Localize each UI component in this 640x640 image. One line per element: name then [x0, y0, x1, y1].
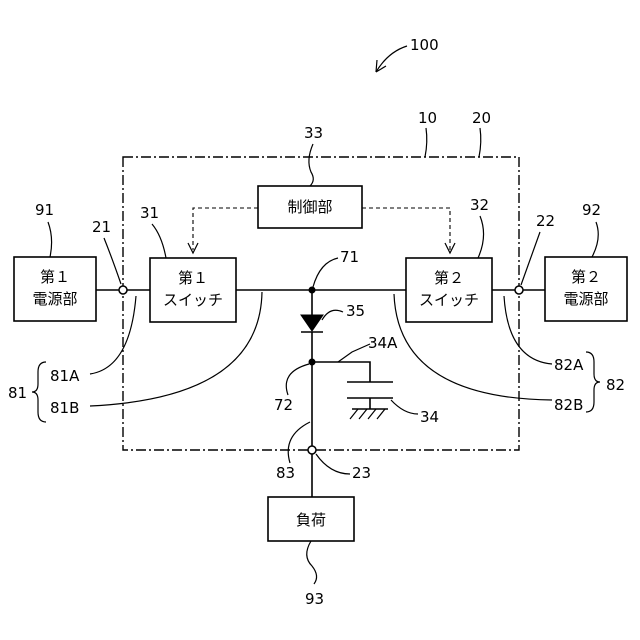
wire-82-brace — [586, 352, 600, 412]
switch2-block — [406, 258, 492, 322]
power1-line1: 第１ — [40, 268, 70, 286]
terminal-22 — [515, 286, 523, 294]
diode-ref: 35 — [346, 302, 365, 320]
frame-leader-10 — [425, 128, 427, 157]
capacitor-terminal-ref: 34A — [368, 334, 398, 352]
load-leader — [307, 541, 317, 584]
power2-line1: 第２ — [571, 268, 601, 286]
node-71-ref: 71 — [340, 248, 359, 266]
power1-leader — [48, 222, 52, 257]
capacitor-leader — [391, 400, 418, 414]
switch2-ref: 32 — [470, 196, 489, 214]
wire-81a-leader — [90, 296, 136, 374]
terminal-21-ref: 21 — [92, 218, 111, 236]
diode-leader — [322, 310, 343, 320]
switch1-line1: 第１ — [178, 269, 208, 287]
power1-line2: 電源部 — [32, 290, 77, 308]
wire-82-ref: 82 — [606, 376, 625, 394]
diode-35 — [301, 315, 323, 331]
wire-83-leader — [288, 422, 310, 463]
figure-ref-arrow — [376, 46, 407, 72]
frame-label-10: 10 — [418, 109, 437, 127]
power1-ref: 91 — [35, 201, 54, 219]
terminal-23 — [308, 446, 316, 454]
wire-82b-ref: 82B — [554, 396, 583, 414]
control-line-to-switch1 — [193, 208, 258, 250]
power2-leader — [592, 222, 598, 257]
switch2-line2: スイッチ — [419, 291, 479, 309]
node-72-leader — [286, 364, 309, 395]
switch1-line2: スイッチ — [163, 291, 223, 309]
controller-leader — [309, 144, 313, 186]
terminal-22-leader — [521, 232, 540, 285]
wire-83-ref: 83 — [276, 464, 295, 482]
frame-leader-20 — [479, 128, 481, 157]
switch2-line1: 第２ — [434, 269, 464, 287]
wire-node72-capacitor — [312, 362, 370, 382]
wire-81-ref: 81 — [8, 384, 27, 402]
terminal-23-leader — [316, 454, 350, 474]
terminal-21 — [119, 286, 127, 294]
ground-hatch — [350, 409, 385, 419]
wire-81-brace — [32, 362, 46, 422]
load-label: 負荷 — [296, 511, 326, 529]
terminal-22-ref: 22 — [536, 212, 555, 230]
load-ref: 93 — [305, 590, 324, 608]
switch1-leader — [152, 224, 166, 258]
figure-ref-label: 100 — [410, 36, 439, 54]
power2-line2: 電源部 — [563, 290, 608, 308]
terminal-23-ref: 23 — [352, 464, 371, 482]
power1-block — [14, 257, 96, 321]
controller-label: 制御部 — [287, 198, 332, 216]
terminal-21-leader — [104, 238, 121, 284]
wire-82a-ref: 82A — [554, 356, 584, 374]
wire-81b-ref: 81B — [50, 399, 79, 417]
controller-ref: 33 — [304, 124, 323, 142]
capacitor-terminal-leader — [338, 344, 370, 362]
switch2-leader — [478, 216, 484, 258]
power2-ref: 92 — [582, 201, 601, 219]
control-line-to-switch2 — [362, 208, 450, 250]
switch1-ref: 31 — [140, 204, 159, 222]
wire-81a-ref: 81A — [50, 367, 80, 385]
frame-label-20: 20 — [472, 109, 491, 127]
node-72-ref: 72 — [274, 396, 293, 414]
power2-block — [545, 257, 627, 321]
capacitor-ref: 34 — [420, 408, 439, 426]
node-71-leader — [313, 258, 338, 287]
switch1-block — [150, 258, 236, 322]
